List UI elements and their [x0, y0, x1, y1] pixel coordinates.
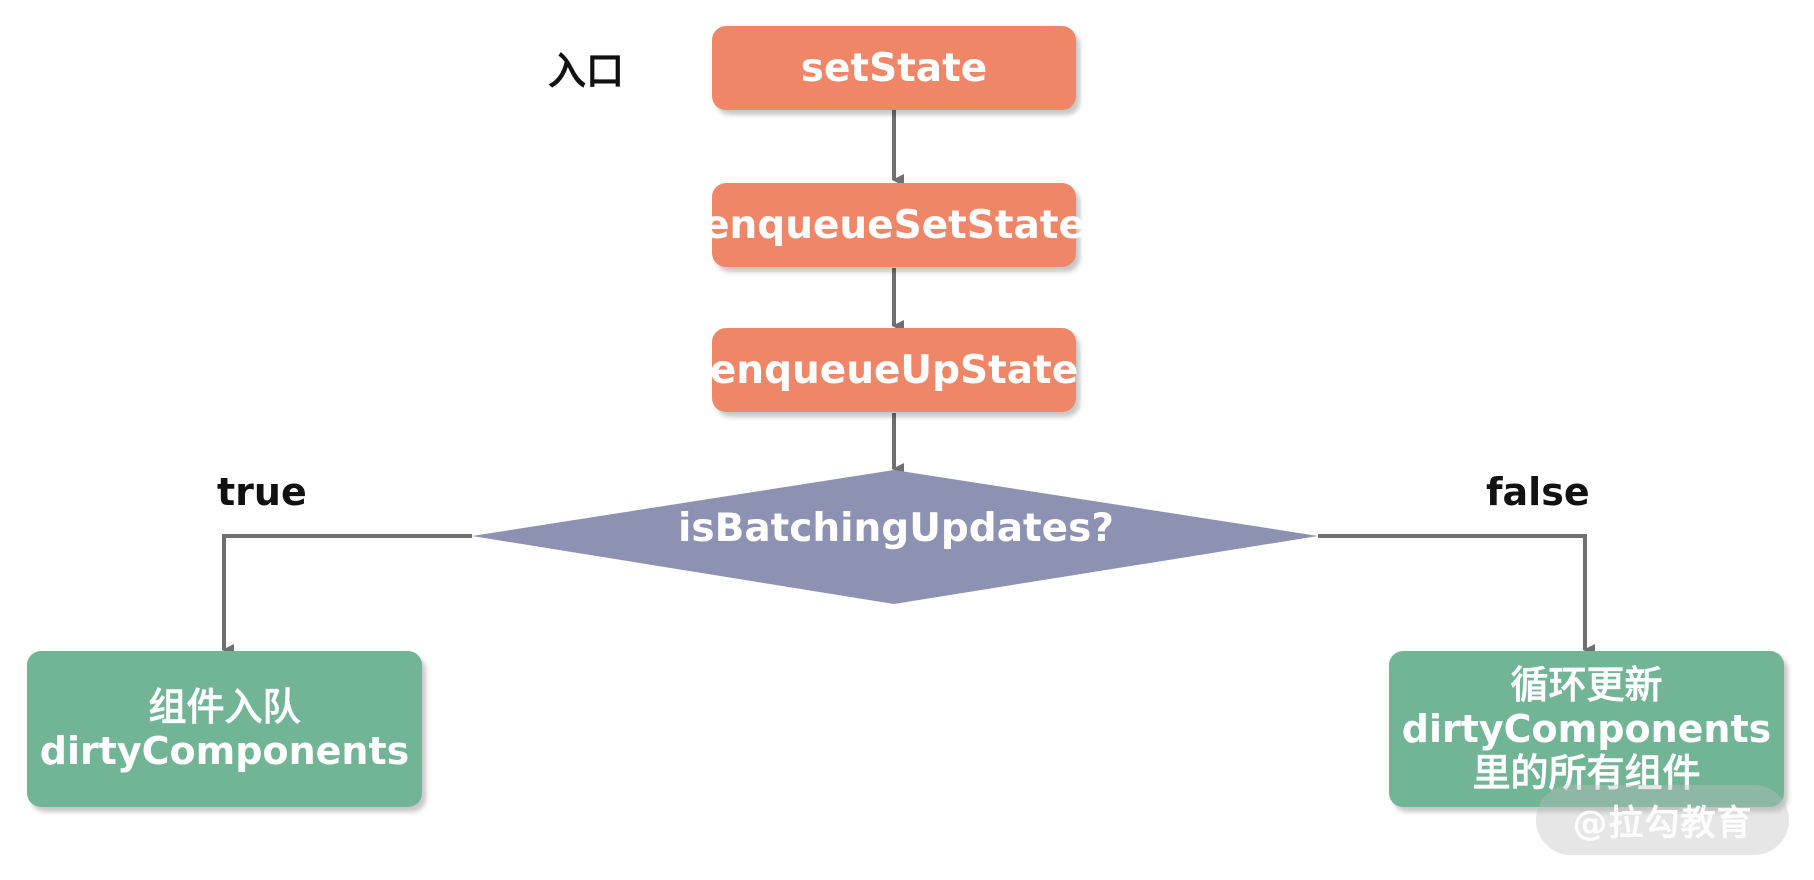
step-enqueueupstate: enqueueUpState — [710, 328, 1078, 412]
step-setstate: setState — [712, 26, 1076, 110]
outcome-false-line-2: dirtyComponents — [1401, 707, 1772, 751]
true-branch-connector — [222, 534, 472, 656]
outcome-true-line-1: 组件入队 — [148, 685, 301, 729]
decision-label: isBatchingUpdates? — [678, 506, 1114, 551]
outcome-false-box: 循环更新 dirtyComponents 里的所有组件 — [1389, 651, 1784, 807]
entry-label: 入口 — [548, 49, 625, 93]
false-branch-label: false — [1486, 470, 1590, 514]
step-enqueuesetstate: enqueueSetState — [703, 183, 1085, 267]
true-branch-label: true — [217, 470, 307, 514]
outcome-true-line-2: dirtyComponents — [39, 729, 410, 773]
watermark-badge: @拉勾教育 — [1536, 785, 1789, 855]
decision-diamond — [472, 470, 1318, 604]
outcome-false-line-1: 循环更新 — [1510, 663, 1663, 707]
outcome-false-line-3: 里的所有组件 — [1472, 751, 1701, 795]
false-branch-connector — [1318, 534, 1595, 656]
outcome-true-box: 组件入队 dirtyComponents — [27, 651, 422, 807]
